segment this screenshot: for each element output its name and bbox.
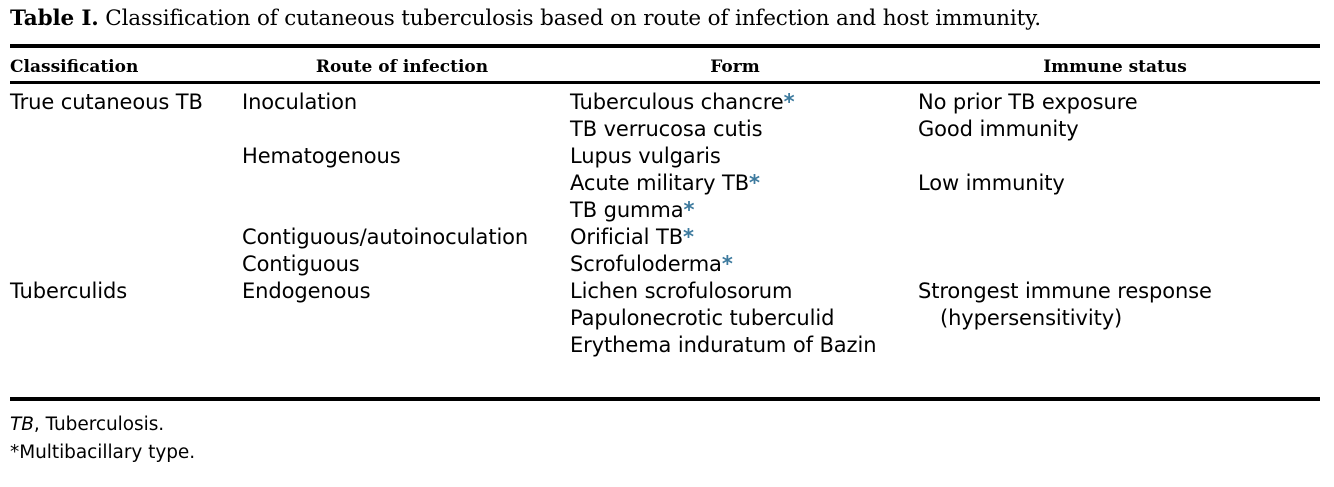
cell-form-text: TB verrucosa cutis bbox=[570, 117, 763, 141]
cell-form-text: TB gumma bbox=[570, 198, 684, 222]
footnote-abbreviation: TB bbox=[10, 414, 34, 435]
multibacillary-asterisk: * bbox=[683, 198, 695, 222]
cell-form-text: Scrofuloderma bbox=[570, 252, 722, 276]
cell-route-of-infection-text: Contiguous/autoinoculation bbox=[242, 225, 529, 249]
cell-form-text: Orificial TB bbox=[570, 225, 684, 249]
cell-form-text: Papulonecrotic tuberculid bbox=[570, 306, 835, 330]
table-header-row: Classification Route of infection Form I… bbox=[0, 56, 1334, 80]
cell-immune-status-text: (hypersensitivity) bbox=[940, 306, 1123, 330]
cell-route-of-infection: Contiguous bbox=[242, 251, 360, 278]
cell-route-of-infection-text: Hematogenous bbox=[242, 144, 401, 168]
cell-form-text: Erythema induratum of Bazin bbox=[570, 333, 877, 357]
cell-immune-status: (hypersensitivity) bbox=[940, 305, 1122, 332]
column-header-immune-status: Immune status bbox=[1043, 57, 1187, 77]
table-caption: Table I. Classification of cutaneous tub… bbox=[10, 4, 1322, 34]
cell-immune-status-text: Low immunity bbox=[918, 171, 1065, 195]
table-row: Contiguous/autoinoculation Orificial TB* bbox=[0, 224, 1334, 251]
table-row: True cutaneous TB Inoculation Tuberculous … bbox=[0, 89, 1334, 116]
cell-classification: Tuberculids bbox=[10, 278, 127, 305]
cell-immune-status: Good immunity bbox=[918, 116, 1079, 143]
column-header-classification: Classification bbox=[10, 57, 139, 77]
cell-form-text: Lupus vulgaris bbox=[570, 144, 721, 168]
cell-form: Tuberculous chancre* bbox=[570, 89, 795, 116]
cell-form-text: Lichen scrofulosorum bbox=[570, 279, 793, 303]
cell-classification-text: True cutaneous TB bbox=[10, 90, 203, 114]
multibacillary-asterisk: * bbox=[783, 90, 795, 114]
cell-immune-status: Low immunity bbox=[918, 170, 1065, 197]
cell-form: Scrofuloderma* bbox=[570, 251, 733, 278]
cell-route-of-infection-text: Inoculation bbox=[242, 90, 358, 114]
cell-form: Lupus vulgaris bbox=[570, 143, 721, 170]
table-row: Contiguous Scrofuloderma* bbox=[0, 251, 1334, 278]
cell-form: Erythema induratum of Bazin bbox=[570, 332, 877, 359]
cell-immune-status: Strongest immune response bbox=[918, 278, 1212, 305]
cell-form-text: Acute military TB bbox=[570, 171, 750, 195]
multibacillary-asterisk: * bbox=[683, 225, 694, 249]
table-caption-label: Table I. bbox=[10, 6, 99, 31]
cell-immune-status-text: No prior TB exposure bbox=[918, 90, 1138, 114]
table-row: Papulonecrotic tuberculid (hypersensitivi… bbox=[0, 305, 1334, 332]
table-row: TB verrucosa cutis Good immunity bbox=[0, 116, 1334, 143]
multibacillary-asterisk: * bbox=[721, 252, 733, 276]
table-row: Erythema induratum of Bazin bbox=[0, 332, 1334, 359]
footnote-text: *Multibacillary type. bbox=[10, 442, 196, 463]
cell-route-of-infection: Endogenous bbox=[242, 278, 371, 305]
table-rule-top bbox=[10, 44, 1320, 48]
cell-route-of-infection: Contiguous/autoinoculation bbox=[242, 224, 528, 251]
table-rule-bottom bbox=[10, 397, 1320, 401]
cell-immune-status: No prior TB exposure bbox=[918, 89, 1138, 116]
table-caption-text: Classification of cutaneous tuberculosis… bbox=[98, 6, 1041, 31]
cell-route-of-infection-text: Contiguous bbox=[242, 252, 360, 276]
table-row: TB gumma* bbox=[0, 197, 1334, 224]
cell-form-text: Tuberculous chancre bbox=[570, 90, 784, 114]
cell-form: Acute military TB* bbox=[570, 170, 760, 197]
cell-form: Orificial TB* bbox=[570, 224, 694, 251]
cell-form: TB gumma* bbox=[570, 197, 695, 224]
cell-route-of-infection: Inoculation bbox=[242, 89, 357, 116]
cell-classification: True cutaneous TB bbox=[10, 89, 203, 116]
table-row: Acute military TB* Low immunity bbox=[0, 170, 1334, 197]
table-footnotes: TB, Tuberculosis. *Multibacillary type. bbox=[10, 411, 1322, 467]
cell-route-of-infection: Hematogenous bbox=[242, 143, 401, 170]
column-header-route-of-infection: Route of infection bbox=[315, 57, 489, 77]
cell-form: TB verrucosa cutis bbox=[570, 116, 763, 143]
footnote-text: , Tuberculosis. bbox=[33, 414, 165, 435]
table-row: Hematogenous Lupus vulgaris bbox=[0, 143, 1334, 170]
multibacillary-asterisk: * bbox=[749, 171, 760, 195]
column-header-form: Form bbox=[710, 57, 760, 77]
table-row: Tuberculids Endogenous Lichen scrofulosoru… bbox=[0, 278, 1334, 305]
table-rule-header bbox=[10, 81, 1320, 84]
cell-route-of-infection-text: Endogenous bbox=[242, 279, 371, 303]
cell-immune-status-text: Good immunity bbox=[918, 117, 1079, 141]
cell-immune-status-text: Strongest immune response bbox=[918, 279, 1212, 303]
footnote: TB, Tuberculosis. bbox=[10, 411, 1322, 439]
cell-classification-text: Tuberculids bbox=[10, 279, 128, 303]
cell-form: Papulonecrotic tuberculid bbox=[570, 305, 834, 332]
cell-form: Lichen scrofulosorum bbox=[570, 278, 792, 305]
table-body: True cutaneous TB Inoculation Tuberculous … bbox=[0, 89, 1334, 359]
footnote: *Multibacillary type. bbox=[10, 439, 1322, 467]
